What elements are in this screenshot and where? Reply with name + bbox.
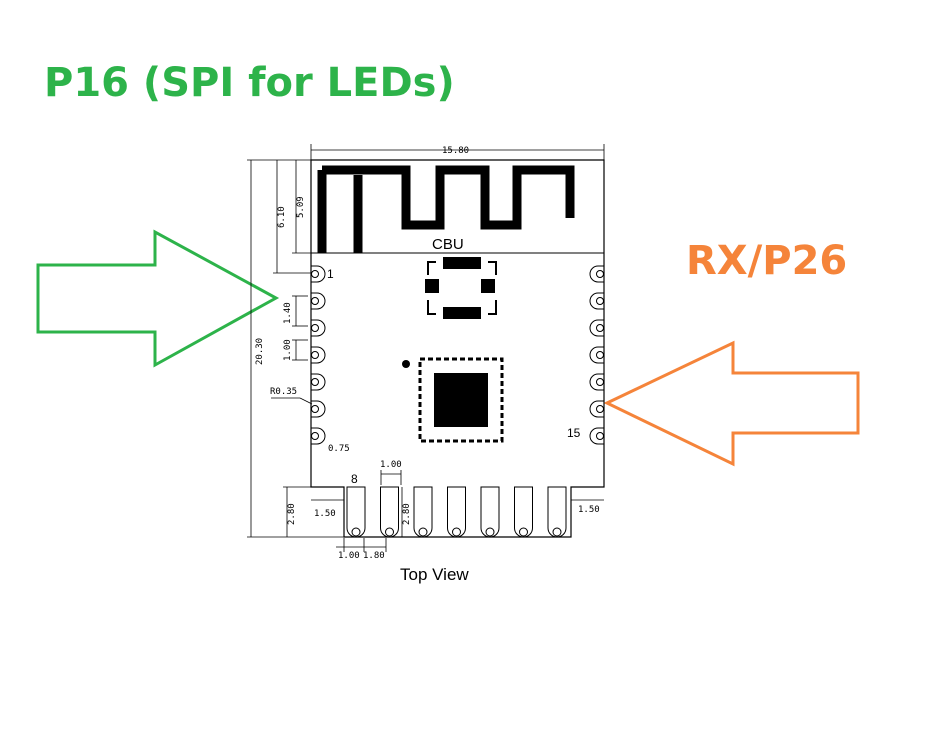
top-view-caption: Top View: [400, 565, 469, 584]
bottom-pad: [514, 486, 533, 538]
right-pad-hole: [596, 405, 604, 413]
left-pad-hole: [311, 378, 319, 386]
pin-8-label: 8: [351, 472, 358, 486]
left-pad-hole: [311, 432, 319, 440]
bottom-pads: [346, 486, 567, 538]
dim-edge-left: 1.50: [314, 509, 336, 519]
right-pad: [589, 373, 604, 391]
bottom-pad: [480, 486, 500, 538]
right-pad-hole: [596, 378, 604, 386]
pin-1-label: 1: [327, 267, 334, 281]
left-pad-hole: [311, 405, 319, 413]
component-footprint: [425, 257, 497, 319]
module-outline: [310, 159, 605, 538]
bottom-pad: [346, 486, 366, 538]
qfn-chip: [402, 357, 504, 443]
dim-antenna-trace: 5.09: [296, 196, 306, 218]
right-arrow-icon: [603, 340, 860, 467]
left-pad: [311, 400, 326, 418]
left-pad: [311, 292, 326, 310]
bottom-pad: [380, 486, 399, 538]
right-pad: [589, 265, 604, 283]
dimension-lines: [247, 144, 605, 552]
right-pad: [589, 427, 604, 445]
right-pad: [589, 346, 604, 364]
antenna-trace: [317, 165, 575, 253]
rx-p26-label: RX/P26: [686, 238, 848, 284]
left-pad-hole: [311, 297, 319, 305]
right-pad: [589, 400, 604, 418]
right-pad: [589, 319, 604, 337]
left-pads: [311, 265, 326, 445]
bottom-pad-hole: [552, 527, 562, 537]
bottom-pad: [547, 486, 567, 538]
right-pads: [589, 265, 604, 445]
dim-bottom-width-top: 1.00: [380, 460, 402, 470]
pin-15-label: 15: [567, 426, 581, 440]
right-pad-hole: [596, 270, 604, 278]
p16-label: P16 (SPI for LEDs): [44, 60, 455, 106]
dim-width: 15.80: [442, 146, 469, 156]
dim-corner-radius: R0.35: [270, 387, 297, 397]
dim-edge-right: 1.50: [578, 505, 600, 515]
bottom-pad-hole: [452, 527, 461, 537]
dim-pad-pitch: 1.40: [283, 302, 293, 324]
right-pad: [589, 292, 604, 310]
dim-antenna-height: 6.10: [277, 206, 287, 228]
left-pad: [311, 265, 326, 283]
right-pad-hole: [596, 351, 604, 359]
left-pad-hole: [311, 270, 319, 278]
right-pad-hole: [596, 297, 604, 305]
right-pad-hole: [596, 324, 604, 332]
bottom-pad-hole: [519, 527, 528, 537]
left-pad: [311, 373, 326, 391]
dim-bottom-length: 2.80: [402, 503, 412, 525]
right-pad-hole: [596, 432, 604, 440]
bottom-pad: [447, 486, 466, 538]
left-arrow-icon: [36, 229, 280, 368]
bottom-pad-hole: [418, 527, 428, 537]
dim-pad-height: 1.00: [283, 339, 293, 361]
chip-label: CBU: [432, 236, 464, 253]
dim-bottom-length-left: 2.80: [287, 503, 297, 525]
dim-bottom-width: 1.00: [338, 551, 360, 561]
left-pad: [311, 346, 326, 364]
bottom-pad-hole: [485, 527, 495, 537]
left-pad: [311, 319, 326, 337]
dim-pad-offset: 0.75: [328, 444, 350, 454]
left-pad-hole: [311, 351, 319, 359]
left-pad: [311, 427, 326, 445]
dim-height: 20.30: [255, 338, 265, 365]
left-pad-hole: [311, 324, 319, 332]
bottom-pad: [413, 486, 433, 538]
dim-bottom-pitch: 1.80: [363, 551, 385, 561]
bottom-pad-hole: [385, 527, 394, 537]
bottom-pad-hole: [351, 527, 361, 537]
